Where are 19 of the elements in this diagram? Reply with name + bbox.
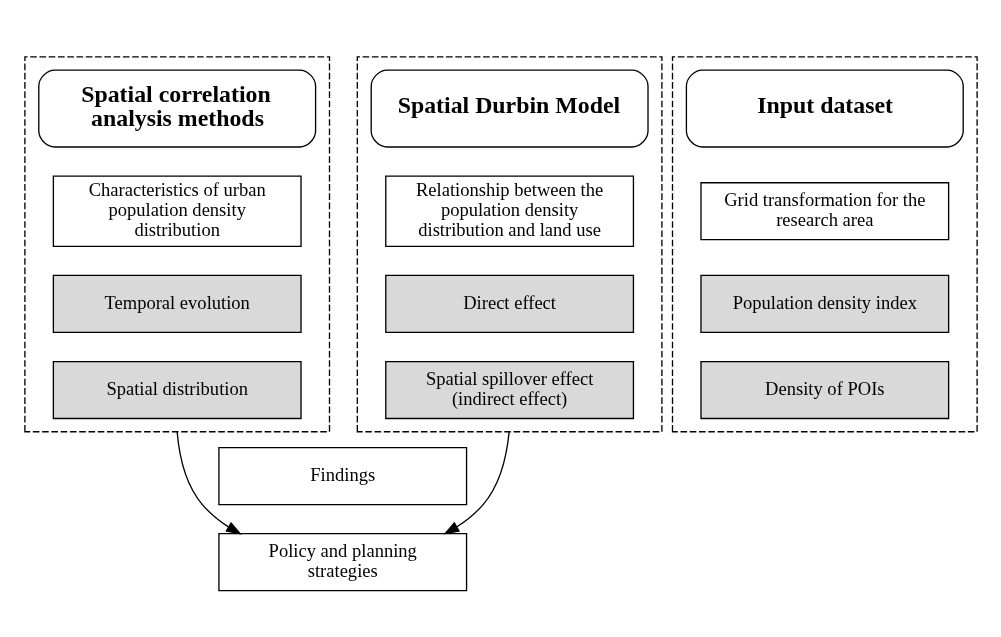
node-box: Characteristics of urban population density distribution (52, 175, 302, 247)
node-box: Temporal evolution (52, 274, 302, 334)
node-box: Spatial spillover effect (indirect effect) (384, 360, 634, 420)
node-box: Grid transformation for the research area (699, 182, 949, 241)
cluster (356, 56, 663, 433)
node-box: Policy and planning strategies (217, 533, 467, 592)
node-box: Spatial distribution (52, 360, 302, 420)
node-box: Population density index (699, 274, 949, 334)
node-box: Spatial Durbin Model (370, 69, 649, 148)
node-box: Relationship between the population density distribution and land use (384, 175, 634, 247)
cluster (23, 56, 330, 433)
arrow (442, 431, 510, 535)
node-box: Density of POIs (699, 360, 949, 420)
node-box: Findings (217, 446, 467, 506)
node-box: Spatial correlation analysis methods (37, 69, 316, 148)
node-box: Direct effect (384, 274, 634, 334)
cluster (671, 56, 978, 433)
arrow (175, 431, 242, 535)
node-box: Input dataset (685, 69, 964, 148)
